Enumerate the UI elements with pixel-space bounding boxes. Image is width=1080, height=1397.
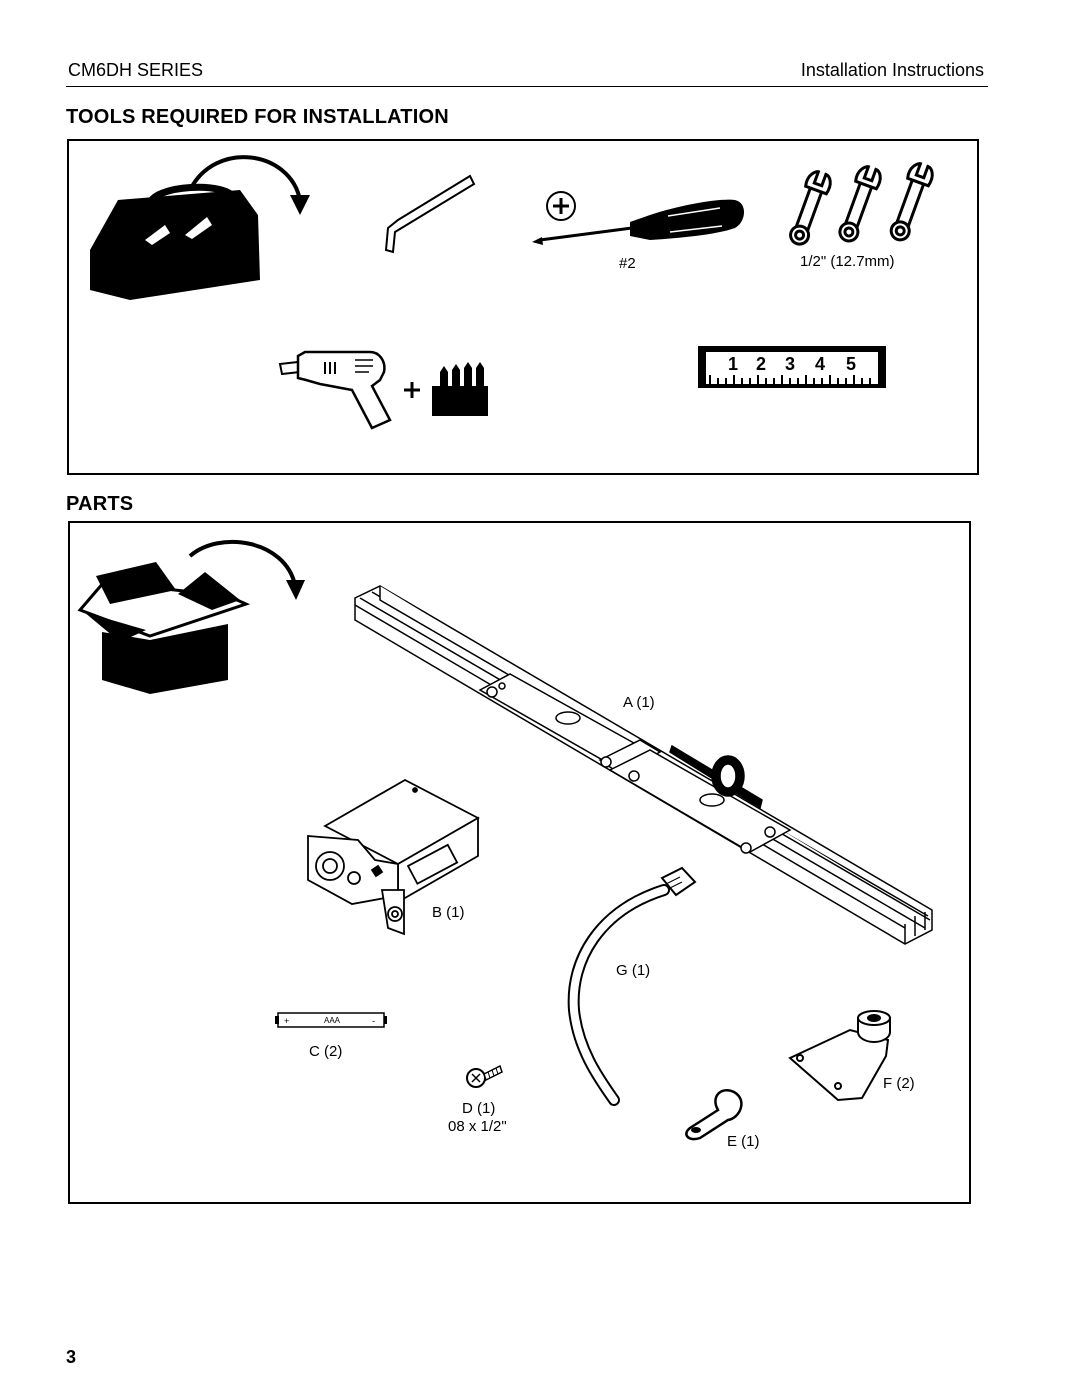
drill-bits-icon xyxy=(432,362,488,416)
battery-part-c: + AAA - xyxy=(275,1012,387,1028)
part-b-label: B (1) xyxy=(432,904,465,921)
wrench-size-label: 1/2" (12.7mm) xyxy=(800,253,895,270)
tape-measure-icon: 1 2 3 4 5 xyxy=(698,346,886,388)
open-box-icon xyxy=(77,539,305,694)
svg-text:-: - xyxy=(372,1016,375,1026)
document-type: Installation Instructions xyxy=(800,60,984,80)
toolbox-icon xyxy=(90,155,310,300)
part-d-label: D (1) xyxy=(462,1100,496,1117)
parts-section-title: PARTS xyxy=(66,493,134,515)
bracket-part-f xyxy=(788,1010,891,1102)
part-a-label: A (1) xyxy=(623,694,655,711)
ruler-digit: 5 xyxy=(846,354,856,374)
hex-key-icon xyxy=(384,174,476,254)
battery-text: AAA xyxy=(324,1016,341,1025)
screwdriver-icon xyxy=(532,191,745,245)
tools-box xyxy=(67,139,979,475)
part-d-size-label: 08 x 1/2" xyxy=(448,1118,507,1135)
parts-box xyxy=(68,521,971,1204)
tools-section-title: TOOLS REQUIRED FOR INSTALLATION xyxy=(66,106,449,128)
part-c-label: C (2) xyxy=(309,1043,343,1060)
ruler-digit: 2 xyxy=(756,354,766,374)
part-f-label: F (2) xyxy=(883,1075,915,1092)
header-rule xyxy=(66,86,988,87)
page-number: 3 xyxy=(66,1347,77,1367)
drill-icon xyxy=(278,350,420,430)
part-e-label: E (1) xyxy=(727,1133,760,1150)
part-g-label: G (1) xyxy=(616,962,651,979)
ruler-digit: 3 xyxy=(785,354,795,374)
ruler-digit: 4 xyxy=(815,354,825,374)
cable-part-g xyxy=(567,866,697,1106)
track-rail-part-a xyxy=(354,585,933,945)
screw-part-d xyxy=(466,1064,503,1088)
control-box-part-b xyxy=(307,778,480,936)
wrenches-icon xyxy=(789,162,934,246)
ruler-digit: 1 xyxy=(728,354,738,374)
cable-clamp-part-e xyxy=(685,1089,743,1141)
screwdriver-size-label: #2 xyxy=(619,255,636,272)
svg-text:+: + xyxy=(284,1016,289,1026)
series-title: CM6DH SERIES xyxy=(68,60,204,80)
